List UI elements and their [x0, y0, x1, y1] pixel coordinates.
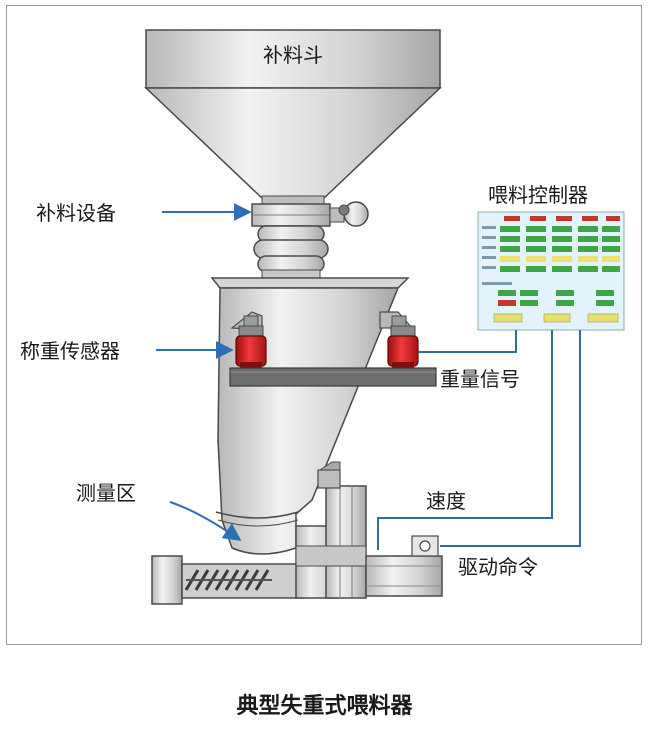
weight-signal-line: [418, 330, 517, 353]
panel-label-column: [482, 226, 512, 285]
label-drive-command: 驱动命令: [458, 555, 538, 579]
feed-valve: [251, 201, 369, 227]
label-feed-device: 补料设备: [36, 201, 116, 225]
speed-signal-line: [377, 330, 553, 550]
label-load-cell: 称重传感器: [20, 339, 120, 363]
figure-caption: 典型失重式喂料器: [236, 694, 413, 719]
weigh-platform: [229, 367, 437, 387]
drive-assembly: [295, 461, 443, 599]
screw-conveyor: [151, 555, 303, 605]
label-measure-zone: 测量区: [76, 481, 136, 505]
flexible-bellows: [253, 225, 329, 281]
arrow-measure-zone: [169, 501, 242, 542]
panel-readout-grid: [500, 226, 620, 252]
feed-controller-panel: [477, 211, 625, 331]
panel-lower-section: [493, 290, 619, 323]
load-cell-right: [387, 325, 419, 368]
label-speed: 速度: [426, 489, 466, 513]
load-cell-left: [235, 325, 267, 368]
label-weight-signal: 重量信号: [440, 367, 520, 391]
panel-yellow-row: [500, 256, 620, 262]
weigh-hopper: [210, 277, 410, 555]
label-hopper: 补料斗: [263, 43, 323, 67]
signal-lines: [377, 330, 581, 550]
supplement-hopper: [144, 29, 442, 205]
drive-command-line: [440, 330, 581, 547]
callout-arrows: [156, 203, 252, 542]
label-controller: 喂料控制器: [488, 183, 588, 207]
panel-readout-grid-2: [500, 266, 620, 272]
panel-indicator-row: [504, 216, 620, 221]
feeder-diagram: 补料斗 补料设备 喂料控制器 称重传感器 重量信号 测量区 速度 驱动命令: [20, 29, 625, 605]
